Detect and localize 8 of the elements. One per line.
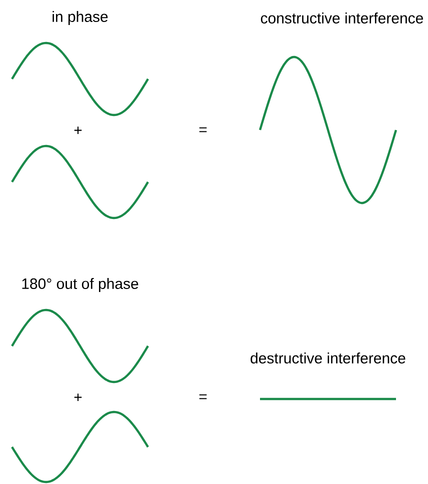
heading: destructive interference bbox=[250, 352, 406, 364]
heading: in phase bbox=[52, 11, 108, 25]
plus-sign: + bbox=[74, 394, 82, 401]
equals-sign: = bbox=[199, 394, 207, 400]
heading: constructive interference bbox=[260, 12, 423, 24]
heading: 180° out of phase bbox=[22, 278, 138, 292]
equals-sign: = bbox=[199, 127, 207, 132]
plus-sign: + bbox=[74, 126, 82, 134]
